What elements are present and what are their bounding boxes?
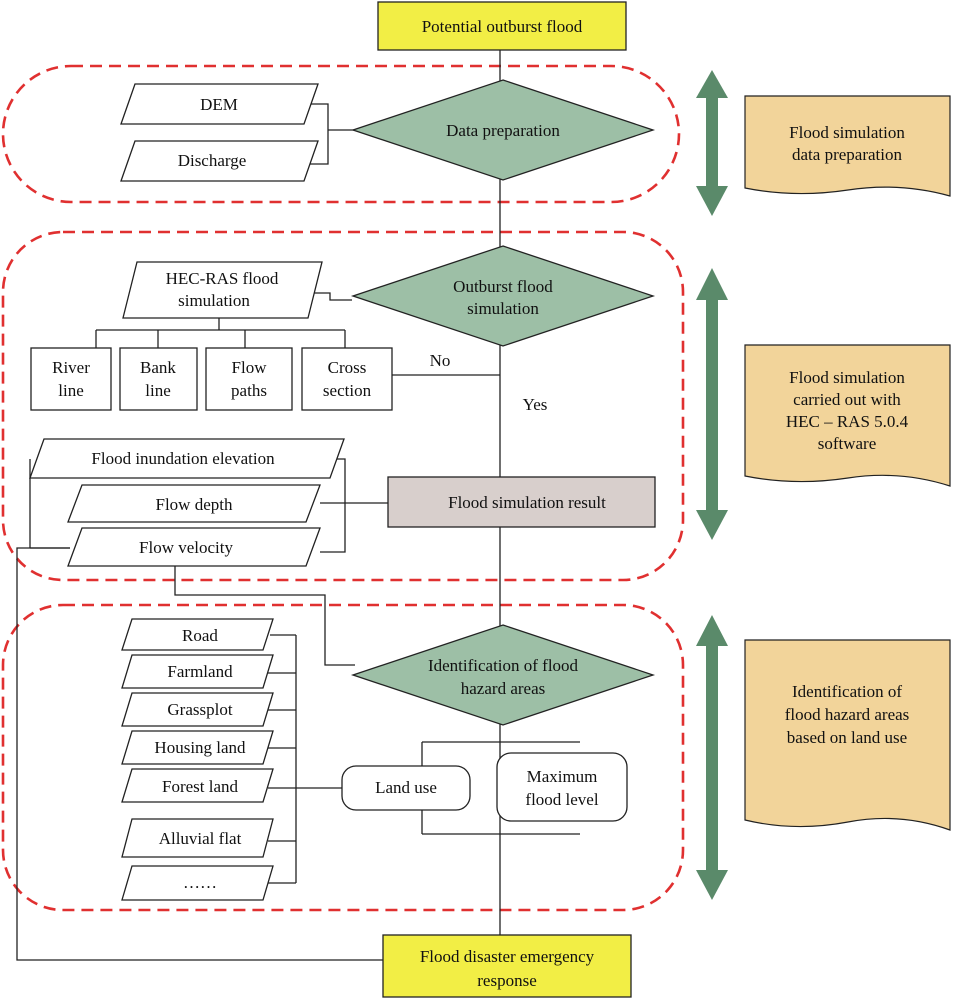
land-type-alluvial-flat: Alluvial flat (121, 818, 274, 858)
outburst-decision-line2: simulation (467, 299, 539, 318)
stage3-double-arrow (696, 615, 728, 900)
data-preparation-decision: Data preparation (350, 79, 656, 181)
land-type-more-label: …… (183, 873, 217, 892)
max-level-line1: Maximum (527, 767, 598, 786)
stage1-group-border (1, 64, 681, 204)
stage2-group-border (1, 230, 685, 582)
yes-branch-label: Yes (523, 395, 548, 414)
no-branch-label: No (430, 351, 451, 370)
feature-bank-line-l1: Bank (140, 358, 176, 377)
stage1-note-line1: Flood simulation (789, 123, 905, 142)
hazard-decision-line1: Identification of flood (428, 656, 579, 675)
stage1-note: Flood simulation data preparation (744, 95, 951, 197)
land-type-farmland-label: Farmland (167, 662, 233, 681)
land-type-alluvial-label: Alluvial flat (159, 829, 242, 848)
land-type-more: …… (121, 865, 274, 901)
discharge-label: Discharge (178, 151, 247, 170)
land-type-farmland: Farmland (121, 654, 274, 689)
end-label-line1: Flood disaster emergency (420, 947, 595, 966)
end-label-line2: response (477, 971, 536, 990)
end-terminal: Flood disaster emergency response (382, 934, 632, 998)
dem-label: DEM (200, 95, 238, 114)
output-flow-velocity: Flow velocity (67, 527, 321, 567)
hazard-decision-line2: hazard areas (461, 679, 545, 698)
hec-ras-tool: HEC-RAS flood simulation (122, 261, 323, 319)
land-type-road-label: Road (182, 626, 218, 645)
data-preparation-label: Data preparation (446, 121, 560, 140)
land-type-grassplot: Grassplot (121, 692, 274, 727)
feature-river-line-l1: River (52, 358, 90, 377)
feature-river-line-l2: line (58, 381, 84, 400)
result-label: Flood simulation result (448, 493, 606, 512)
outburst-flood-decision: Outburst flood simulation (350, 245, 656, 347)
feature-river-line: River line (30, 347, 112, 411)
land-type-grassplot-label: Grassplot (167, 700, 232, 719)
land-type-housing: Housing land (121, 730, 274, 765)
stage2-note: Flood simulation carried out with HEC – … (744, 344, 951, 487)
stage3-group-border (1, 603, 685, 912)
discharge-input: Discharge (120, 140, 319, 182)
dem-input: DEM (120, 83, 319, 125)
max-flood-level-box: Maximum flood level (496, 752, 628, 822)
feature-bank-line-l2: line (145, 381, 171, 400)
stage3-note: Identification of flood hazard areas bas… (744, 639, 951, 831)
output-inundation-elevation: Flood inundation elevation (29, 438, 345, 479)
start-label: Potential outburst flood (422, 17, 583, 36)
stage3-note-line2: flood hazard areas (785, 705, 910, 724)
land-type-road: Road (121, 618, 274, 651)
feature-flow-paths-l1: Flow (232, 358, 268, 377)
output-flow-velocity-label: Flow velocity (139, 538, 233, 557)
stage1-double-arrow (696, 70, 728, 216)
feature-flow-paths: Flow paths (205, 347, 293, 411)
feature-bank-line: Bank line (119, 347, 198, 411)
land-type-housing-label: Housing land (154, 738, 246, 757)
stage2-note-line4: software (818, 434, 877, 453)
stage3-note-line1: Identification of (792, 682, 902, 701)
land-use-box: Land use (341, 765, 471, 811)
feature-cross-section: Cross section (301, 347, 393, 411)
output-flow-depth: Flow depth (67, 484, 321, 523)
hec-ras-label-line1: HEC-RAS flood (166, 269, 279, 288)
connectors (16, 50, 580, 961)
feature-cross-section-l2: section (323, 381, 372, 400)
flood-simulation-result: Flood simulation result (387, 476, 656, 528)
hec-ras-label-line2: simulation (178, 291, 250, 310)
max-level-line2: flood level (525, 790, 598, 809)
stage3-note-line3: based on land use (787, 728, 907, 747)
stage1-note-line2: data preparation (792, 145, 902, 164)
stage2-note-line2: carried out with (793, 390, 901, 409)
stage2-double-arrow (696, 268, 728, 540)
stage2-note-line1: Flood simulation (789, 368, 905, 387)
feature-flow-paths-l2: paths (231, 381, 267, 400)
output-inundation-label: Flood inundation elevation (91, 449, 275, 468)
feature-cross-section-l1: Cross (328, 358, 367, 377)
land-use-label: Land use (375, 778, 437, 797)
land-type-forest: Forest land (121, 768, 274, 803)
stage2-note-line3: HEC – RAS 5.0.4 (786, 412, 909, 431)
output-flow-depth-label: Flow depth (156, 495, 233, 514)
hazard-identification-decision: Identification of flood hazard areas (350, 624, 656, 726)
outburst-decision-line1: Outburst flood (453, 277, 553, 296)
land-type-forest-label: Forest land (162, 777, 239, 796)
start-terminal: Potential outburst flood (377, 1, 627, 51)
